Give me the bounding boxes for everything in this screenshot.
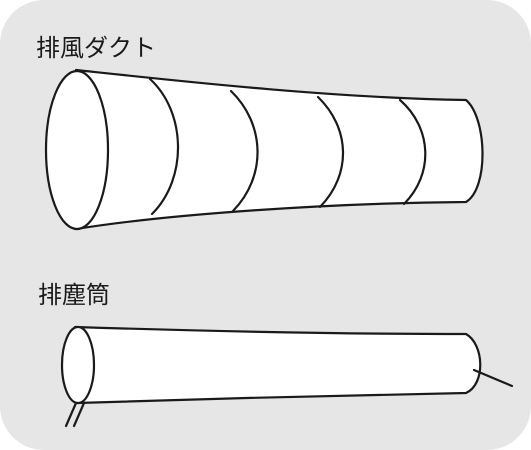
dust-tube-body [73,325,482,405]
exhaust-duct-seam-3 [316,95,345,209]
exhaust-duct-opening [44,69,110,231]
dust-tube-illustration [60,325,514,428]
exhaust-duct-seam-2 [229,89,259,213]
dust-tube-right-wire [472,368,514,388]
exhaust-duct-seam-1 [148,77,180,216]
dust-tube-label: 排塵筒 [38,281,110,309]
exhaust-duct-label: 排風ダクト [36,34,156,62]
exhaust-duct-seam-4 [398,98,427,206]
dust-tube-left-wire-2 [72,401,86,428]
exhaust-duct-body [74,68,484,231]
dust-tube-left-wire-1 [64,401,78,428]
exhaust-duct-illustration [44,68,484,231]
dust-tube-opening [60,325,96,405]
